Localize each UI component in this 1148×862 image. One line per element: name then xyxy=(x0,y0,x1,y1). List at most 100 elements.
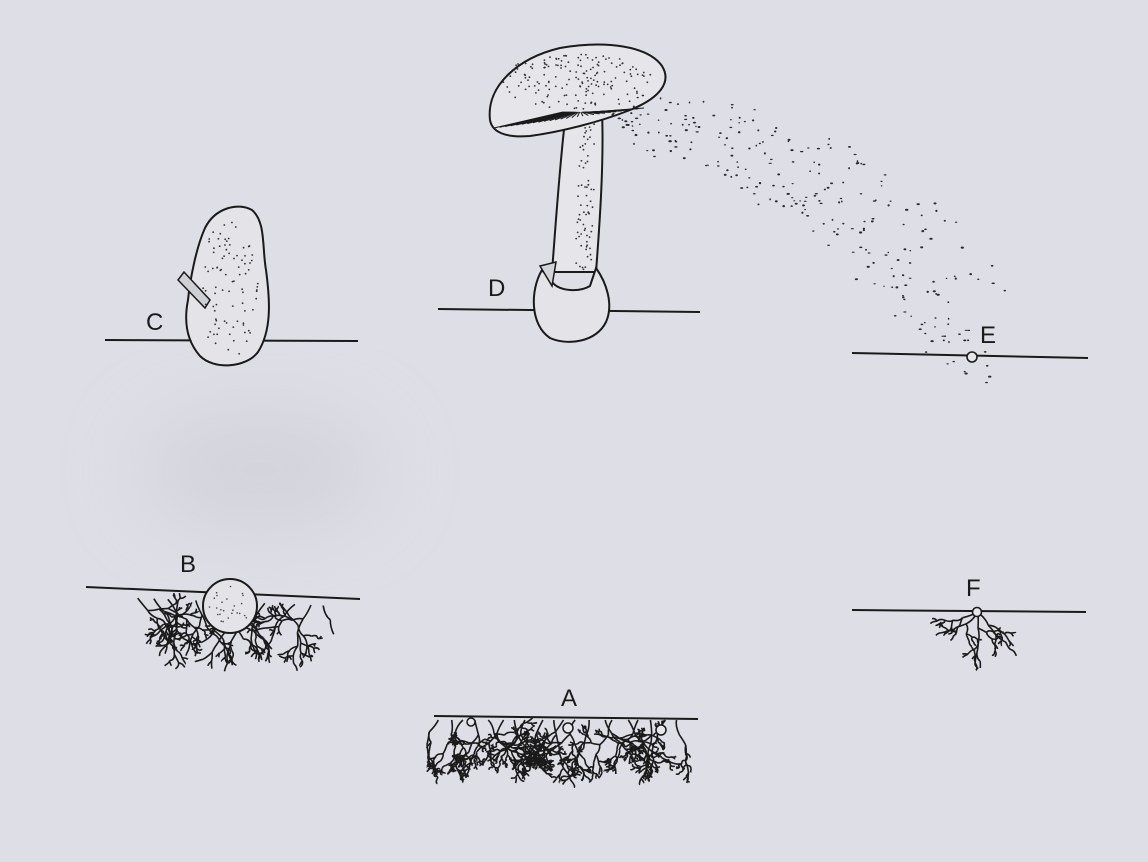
stipple-dot xyxy=(506,86,508,88)
stipple-dot xyxy=(239,613,241,615)
stipple-dot xyxy=(243,324,245,326)
spore-dot xyxy=(888,204,890,206)
spore-dot xyxy=(1004,290,1006,292)
spore-dot xyxy=(905,209,908,211)
stipple-dot xyxy=(608,57,610,59)
stipple-dot xyxy=(525,63,527,65)
spore-dot xyxy=(891,286,893,288)
hypha xyxy=(212,653,213,662)
spore-dot xyxy=(635,134,638,136)
spore-dot xyxy=(630,112,632,114)
spore-dot xyxy=(612,113,615,114)
spore-dot xyxy=(717,165,720,166)
spore-dot xyxy=(992,283,995,285)
spore-dot xyxy=(857,160,859,162)
stipple-dot xyxy=(223,224,225,226)
stipple-dot xyxy=(242,595,244,597)
hypha xyxy=(519,745,521,746)
spore-dot xyxy=(812,230,814,231)
spore-dot xyxy=(637,97,639,98)
spore-dot xyxy=(884,174,887,175)
stipple-dot xyxy=(627,93,629,95)
stipple-dot xyxy=(255,298,257,300)
spore-dot xyxy=(790,149,793,151)
spore-dot xyxy=(684,115,687,117)
stipple-dot xyxy=(582,145,584,147)
stipple-dot xyxy=(577,64,579,66)
hypha xyxy=(561,780,566,781)
stipple-dot xyxy=(649,74,651,76)
spore-dot xyxy=(782,205,785,207)
spore-dot xyxy=(769,198,771,200)
spore-dot xyxy=(836,233,839,235)
stipple-dot xyxy=(586,186,588,188)
spore-dot xyxy=(724,144,726,145)
stipple-dot xyxy=(575,238,577,240)
stipple-dot xyxy=(575,71,577,73)
spore-dot xyxy=(618,118,621,120)
spore-dot xyxy=(924,333,926,335)
stipple-dot xyxy=(215,286,217,288)
stipple-dot xyxy=(543,74,545,76)
spore-dot xyxy=(744,121,746,122)
spore-dot xyxy=(770,159,773,160)
spore-dot xyxy=(883,286,885,287)
stipple-dot xyxy=(256,290,258,292)
spore-dot xyxy=(818,200,820,202)
stipple-dot xyxy=(634,87,636,89)
spore-dot xyxy=(792,183,794,184)
stipple-dot xyxy=(592,206,594,208)
stipple-dot xyxy=(531,67,533,69)
stipple-dot xyxy=(610,86,612,88)
spore-dot xyxy=(631,121,634,122)
spore-dot xyxy=(787,193,790,195)
spore-dot xyxy=(862,164,865,166)
spore-dot xyxy=(670,123,672,124)
stipple-dot xyxy=(577,195,579,197)
stipple-dot xyxy=(518,85,520,87)
stipple-dot xyxy=(594,75,596,77)
spore-dot xyxy=(818,164,820,166)
stipple-dot xyxy=(227,617,229,619)
stipple-dot xyxy=(209,606,211,608)
spore-dot xyxy=(986,365,989,367)
stipple-dot xyxy=(579,219,581,221)
stipple-dot xyxy=(528,86,530,88)
stipple-dot xyxy=(222,289,224,291)
spore-dot xyxy=(684,119,687,120)
stipple-dot xyxy=(548,89,550,91)
stipple-dot xyxy=(234,605,236,607)
stipple-dot xyxy=(604,71,606,73)
hypha xyxy=(686,745,687,753)
stipple-dot xyxy=(241,603,243,605)
spore-dot xyxy=(632,125,634,127)
stipple-dot xyxy=(635,68,637,70)
stipple-dot xyxy=(242,291,244,293)
spore-dot xyxy=(772,185,775,187)
stipple-dot xyxy=(555,58,557,60)
spore-dot xyxy=(930,340,933,342)
stipple-dot xyxy=(238,266,240,268)
stipple-dot xyxy=(237,320,239,322)
spore-dot xyxy=(943,340,945,342)
stipple-dot xyxy=(224,244,226,246)
stipple-dot xyxy=(586,70,588,72)
stipple-dot xyxy=(221,601,223,603)
paper-shadow xyxy=(140,410,380,530)
stipple-dot xyxy=(244,615,246,617)
stipple-dot xyxy=(226,249,228,251)
spore-dot xyxy=(824,189,826,191)
spore-dot xyxy=(881,185,883,186)
stipple-dot xyxy=(580,65,582,67)
spore-dot xyxy=(991,265,994,267)
spore-dot xyxy=(894,315,897,317)
hypha xyxy=(182,625,187,626)
stipple-dot xyxy=(616,66,618,68)
spore-dot xyxy=(688,124,690,125)
spore-dot xyxy=(904,248,907,250)
spore-dot xyxy=(988,376,991,378)
stipple-dot xyxy=(646,81,648,83)
stipple-dot xyxy=(218,327,220,329)
spore-dot xyxy=(652,149,655,151)
